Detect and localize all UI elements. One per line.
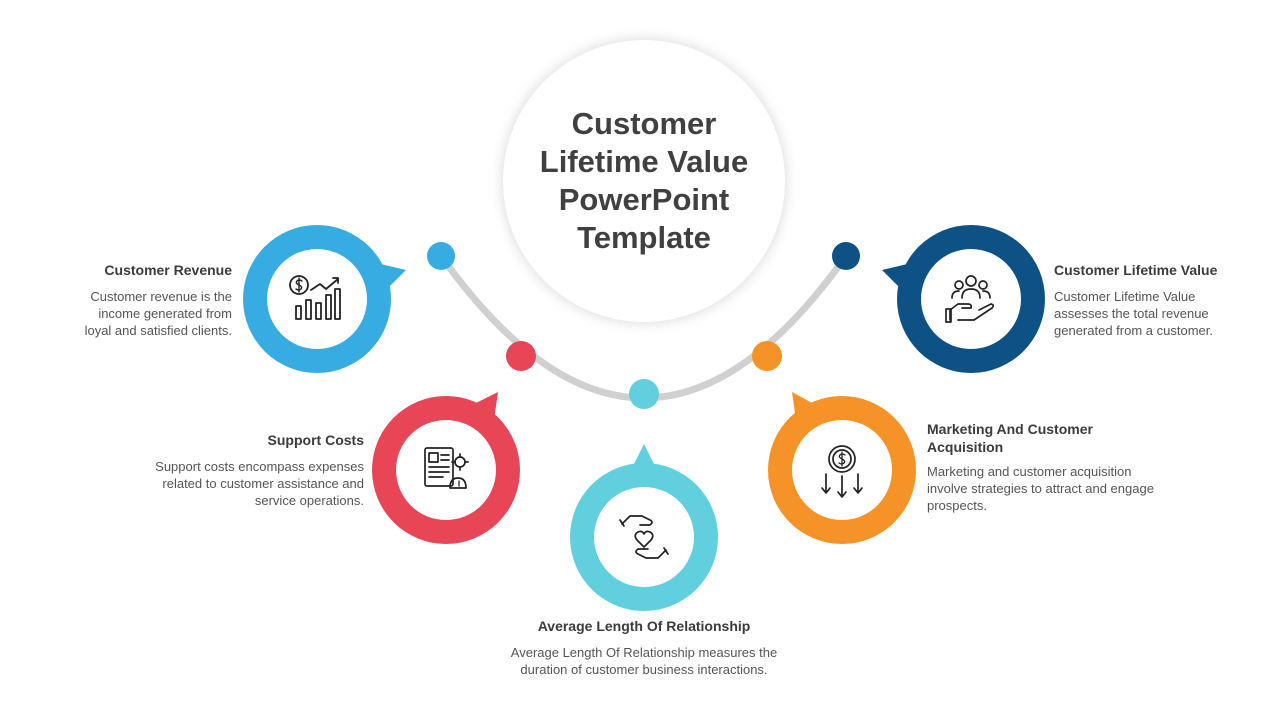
item-description: Average Length Of Relationship measures …	[510, 645, 778, 677]
item-heading: Support Costs	[267, 432, 364, 448]
revenue-growth-icon	[289, 275, 341, 320]
item-description: Customer revenue is the income generated…	[84, 289, 232, 338]
node-marketing	[768, 392, 916, 544]
node-inner	[267, 249, 367, 349]
arc-dot-marketing	[752, 341, 782, 371]
item-description: Customer Lifetime Value assesses the tot…	[1054, 289, 1213, 338]
support-costs-icon	[424, 447, 469, 489]
node-average-length	[570, 444, 718, 611]
node-inner	[921, 249, 1021, 349]
arc-dot-average-length	[629, 379, 659, 409]
node-pointer	[632, 444, 656, 468]
item-heading: Customer Revenue	[104, 262, 232, 278]
item-heading: Customer Lifetime Value	[1054, 262, 1218, 278]
arc-dot-support-costs	[506, 341, 536, 371]
item-heading: Average Length Of Relationship	[537, 618, 751, 634]
arc-dot-lifetime-value	[832, 242, 860, 270]
diagram-title: Customer Lifetime Value PowerPoint Templ…	[539, 106, 749, 255]
text-marketing: Marketing And Customer Acquisition Marke…	[927, 420, 1172, 514]
text-support-costs: Support Costs Support costs encompass ex…	[140, 431, 364, 509]
handshake-heart-icon	[619, 515, 669, 559]
node-lifetime-value	[882, 225, 1045, 373]
text-average-length: Average Length Of Relationship Average L…	[494, 617, 794, 678]
arc-dot-customer-revenue	[427, 242, 455, 270]
customer-group-hand-icon	[945, 275, 995, 323]
text-customer-revenue: Customer Revenue Customer revenue is the…	[70, 261, 232, 339]
item-description: Support costs encompass expenses related…	[155, 459, 364, 508]
node-inner	[594, 487, 694, 587]
node-inner	[792, 420, 892, 520]
text-lifetime-value: Customer Lifetime Value Customer Lifetim…	[1054, 261, 1234, 339]
node-customer-revenue	[243, 225, 406, 373]
node-inner	[396, 420, 496, 520]
item-heading: Marketing And Customer Acquisition	[927, 421, 1093, 455]
node-support-costs	[372, 392, 520, 544]
item-description: Marketing and customer acquisition invol…	[927, 464, 1154, 513]
title-circle: Customer Lifetime Value PowerPoint Templ…	[503, 40, 785, 322]
acquisition-funnel-icon	[821, 445, 863, 498]
